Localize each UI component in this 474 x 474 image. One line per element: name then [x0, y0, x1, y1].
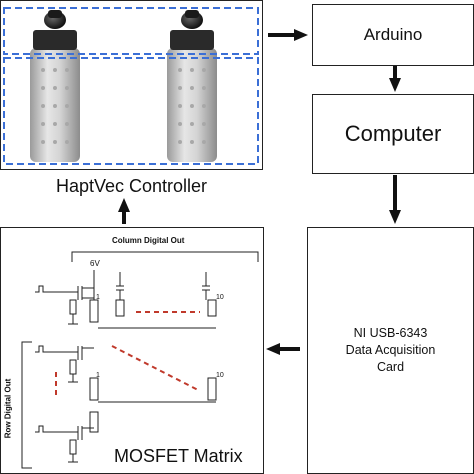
voltage-label: 6V [90, 259, 100, 268]
daq-label-line2: Data Acquisition [345, 343, 436, 357]
mosfet-schematic [21, 251, 259, 469]
daq-block: NI USB-6343 Data Acquisition Card [307, 227, 474, 474]
arduino-label: Arduino [363, 25, 423, 44]
mosfet-matrix-title: MOSFET Matrix [114, 446, 243, 466]
daq-label: NI USB-6343 Data Acquisition Card [346, 325, 436, 376]
arduino-block: Arduino [312, 4, 474, 66]
mosfet-matrix-panel [0, 227, 264, 474]
haptic-device-left [30, 10, 80, 162]
arrow-daq-to-mosfet [266, 343, 300, 355]
computer-label: Computer [344, 121, 442, 146]
dashed-region-bottom [3, 57, 259, 165]
arrow-mosfet-to-controller [118, 198, 130, 224]
haptic-device-right [167, 10, 217, 162]
red-dashed-link-diagonal [111, 345, 199, 391]
dashed-region-top [3, 7, 259, 55]
column-index-last: 10 [216, 294, 224, 301]
row3-index-last: 10 [216, 372, 224, 379]
column-index-first: 1 [96, 294, 100, 301]
daq-label-line1: NI USB-6343 [353, 326, 428, 340]
daq-label-line3: Card [376, 360, 405, 374]
arrow-arduino-to-computer [389, 65, 401, 92]
computer-block: Computer [312, 94, 474, 174]
row-digital-out-label: Row Digital Out [3, 378, 13, 439]
arrow-computer-to-daq [389, 175, 401, 224]
arrow-controller-to-arduino [268, 29, 308, 41]
row3-index-first: 1 [96, 372, 100, 379]
haptvec-caption: HaptVec Controller [55, 176, 208, 196]
column-digital-out-label: Column Digital Out [112, 236, 185, 245]
